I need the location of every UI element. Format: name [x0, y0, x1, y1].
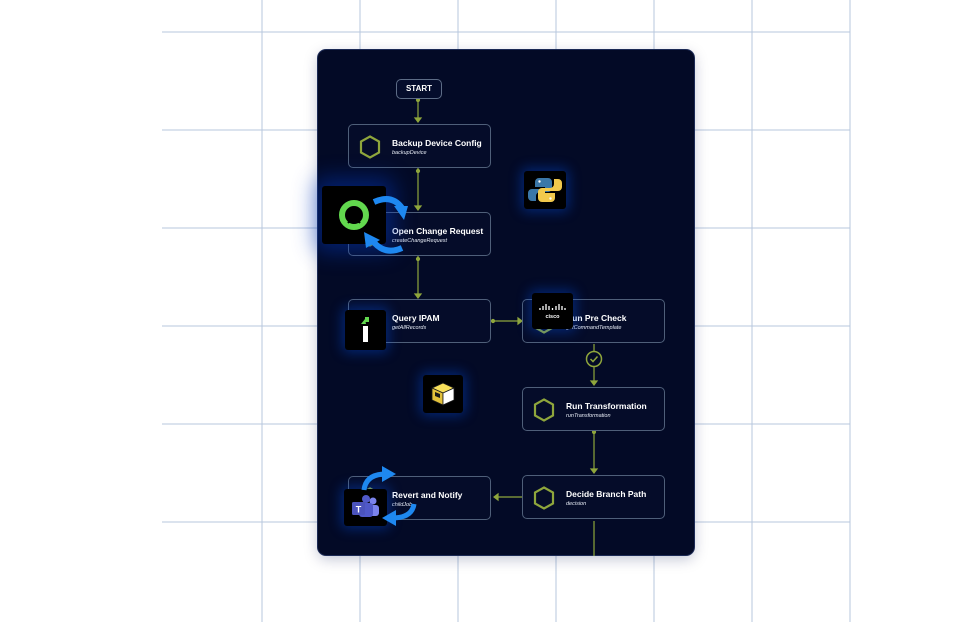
node-subtitle: createChangeRequest — [392, 238, 448, 244]
infoblox-logo — [345, 310, 386, 350]
node-subtitle: decision — [566, 501, 587, 507]
hexagon-icon — [533, 486, 555, 510]
cube-logo — [423, 375, 463, 413]
cisco-wordmark: cisco — [545, 314, 560, 320]
refresh-arrows-icon — [364, 196, 408, 254]
node-title: Decide Branch Path — [566, 489, 647, 499]
node-title: Query IPAM — [392, 313, 440, 323]
node-title: Revert and Notify — [392, 490, 463, 500]
python-logo — [524, 171, 566, 209]
teams-logo: T — [344, 489, 387, 526]
node-subtitle: runTransformation — [566, 413, 611, 419]
node-backup-device-config[interactable]: Backup Device Config backupDevice — [348, 124, 491, 168]
servicenow-logo — [322, 186, 386, 244]
node-title: Backup Device Config — [392, 138, 482, 148]
node-subtitle: getAllRecords — [392, 325, 427, 331]
node-subtitle: getCommandTemplate — [566, 325, 622, 331]
node-subtitle: childJob — [392, 502, 413, 508]
teams-letter: T — [356, 505, 362, 515]
refresh-arrows-icon — [361, 466, 417, 526]
node-title: Run Transformation — [566, 401, 647, 411]
node-title: Open Change Request — [392, 226, 484, 236]
node-subtitle: backupDevice — [392, 150, 427, 156]
cisco-logo: cisco — [532, 293, 573, 329]
node-title: Run Pre Check — [566, 313, 627, 323]
start-node[interactable]: START — [396, 79, 442, 99]
hexagon-icon — [359, 135, 381, 159]
hexagon-icon — [533, 398, 555, 422]
node-decide-branch-path[interactable]: Decide Branch Path decision — [522, 475, 665, 519]
node-run-transformation[interactable]: Run Transformation runTransformation — [522, 387, 665, 431]
